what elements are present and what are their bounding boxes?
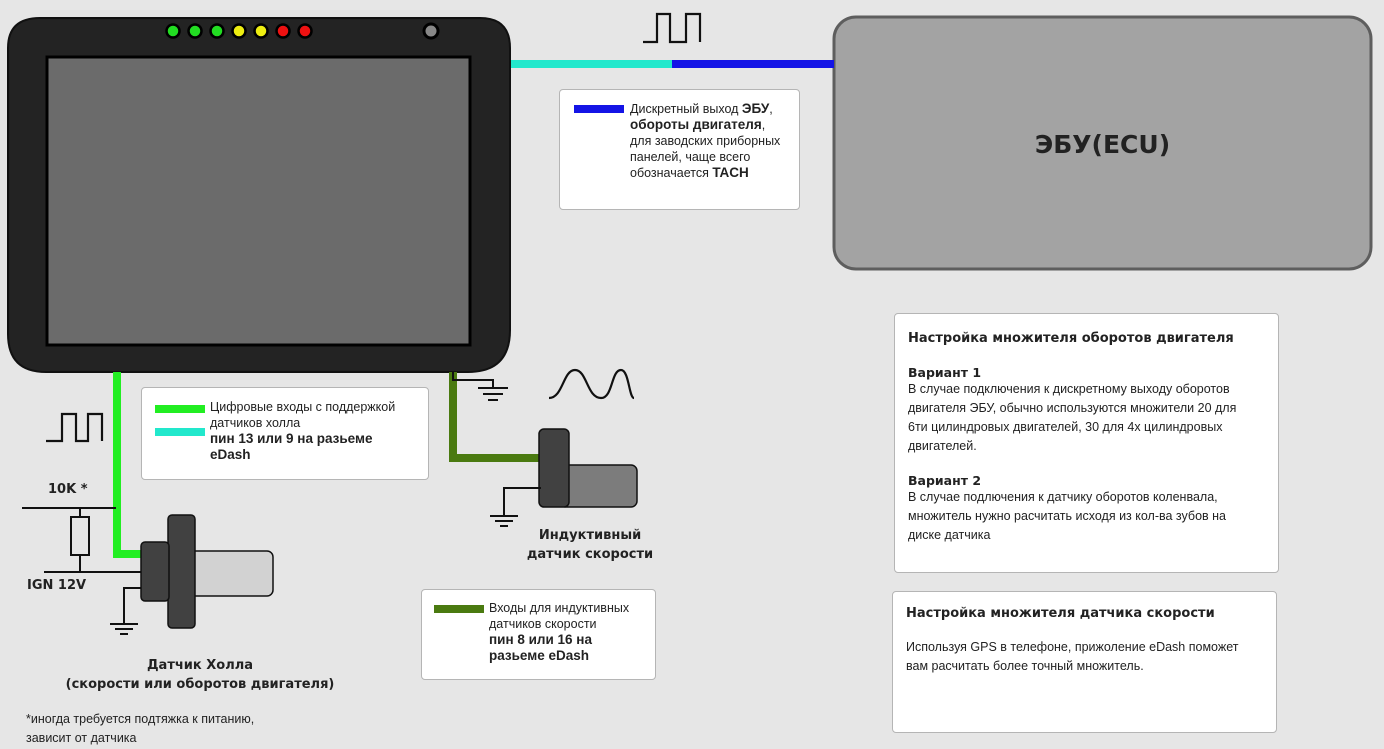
speed-note-title: Настройка множителя датчика скорости: [906, 606, 1215, 621]
hall-cyan-swatch: [155, 428, 205, 436]
dash-led-icon: [231, 23, 247, 39]
dash-screen: [45, 55, 472, 347]
dash-led-icon: [253, 23, 269, 39]
hall-input-wire: [113, 372, 143, 558]
inductive-sensor-label-2: датчик скорости: [526, 547, 654, 562]
rpm-variant2-title: Вариант 2: [908, 473, 982, 488]
hall-legend: Цифровые входы с поддержкой датчиков хол…: [141, 387, 429, 480]
inductive-swatch: [434, 605, 484, 613]
ground-icon: [110, 623, 138, 635]
dash-led-row: [165, 23, 313, 39]
resistor-label: 10K *: [48, 482, 88, 497]
inductive-sensor-label-1: Индуктивный: [538, 528, 642, 543]
footnote: *иногда требуется подтяжка к питанию, за…: [26, 712, 255, 745]
inductive-sensor: [538, 428, 638, 508]
dash-led-icon: [187, 23, 203, 39]
rpm-note-title: Настройка множителя оборотов двигателя: [908, 331, 1234, 346]
sine-wave-icon: [548, 368, 635, 400]
rpm-multiplier-note: Настройка множителя оборотов двигателя В…: [894, 313, 1279, 573]
ground-icon: [490, 515, 518, 527]
speed-multiplier-note: Настройка множителя датчика скорости Исп…: [892, 591, 1277, 733]
dash-led-icon: [165, 23, 181, 39]
square-wave-icon: [643, 12, 702, 44]
ign-label: IGN 12V: [27, 578, 87, 593]
dash-led-icon: [275, 23, 291, 39]
resistor-icon: [70, 516, 90, 556]
ecu-box: [832, 15, 1373, 271]
inductive-legend: Входы для индуктивных датчиков скорости …: [421, 589, 656, 680]
tach-legend: Дискретный выход ЭБУ, обороты двигателя,…: [559, 89, 800, 210]
dash-led-icon: [209, 23, 225, 39]
inductive-input-wire: [449, 372, 541, 462]
dash-led-icon: [297, 23, 313, 39]
ground-icon: [478, 387, 508, 401]
square-wave-icon: [46, 412, 104, 443]
hall-sensor-label-1: Датчик Холла: [146, 658, 254, 673]
hall-sensor: [140, 514, 274, 629]
tach-swatch: [574, 105, 624, 113]
hall-sensor-label-2: (скорости или оборотов двигателя): [65, 677, 335, 692]
dash-button-icon[interactable]: [422, 22, 440, 40]
rpm-variant1-title: Вариант 1: [908, 365, 982, 380]
ecu-label: ЭБУ(ECU): [1034, 130, 1171, 159]
hall-green-swatch: [155, 405, 205, 413]
